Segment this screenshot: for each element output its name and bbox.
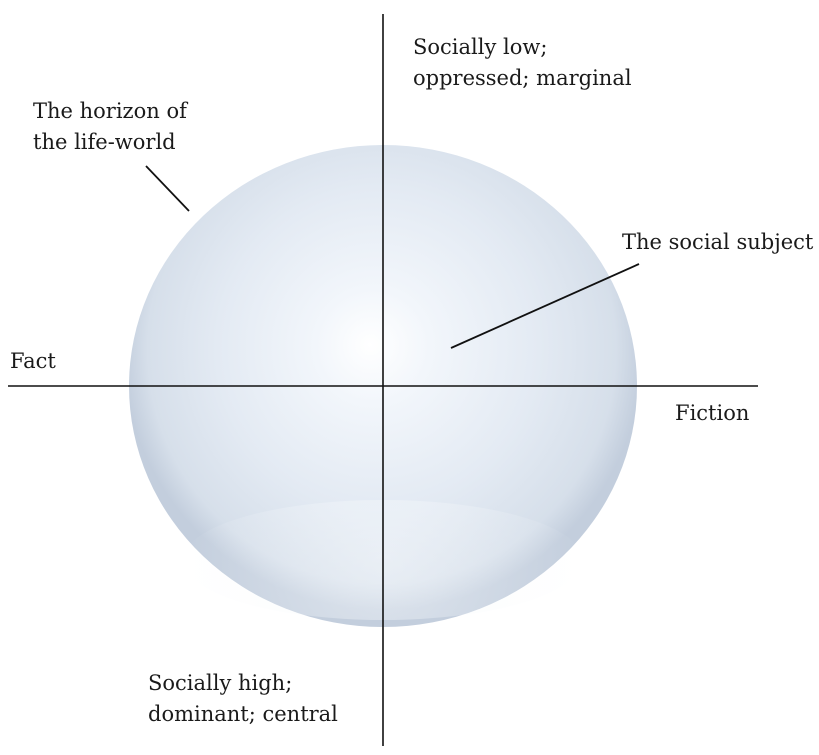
- label-socially-high-line2: dominant; central: [148, 702, 338, 726]
- label-social-subject: The social subject: [622, 227, 813, 258]
- label-horizon: The horizon of the life-world: [33, 96, 187, 158]
- label-horizon-line1: The horizon of: [33, 99, 187, 123]
- label-socially-low-line2: oppressed; marginal: [413, 66, 632, 90]
- label-fiction-text: Fiction: [675, 401, 750, 425]
- subject-pointer-line: [450, 263, 640, 349]
- label-socially-low-line1: Socially low;: [413, 35, 548, 59]
- horizon-pointer-line: [145, 165, 190, 212]
- label-socially-low: Socially low; oppressed; marginal: [413, 32, 632, 94]
- label-fact: Fact: [10, 346, 56, 377]
- label-horizon-line2: the life-world: [33, 130, 176, 154]
- label-socially-high: Socially high; dominant; central: [148, 668, 338, 730]
- label-socially-high-line1: Socially high;: [148, 671, 293, 695]
- label-social-subject-text: The social subject: [622, 230, 814, 254]
- label-fiction: Fiction: [675, 398, 749, 429]
- label-fact-text: Fact: [10, 349, 56, 373]
